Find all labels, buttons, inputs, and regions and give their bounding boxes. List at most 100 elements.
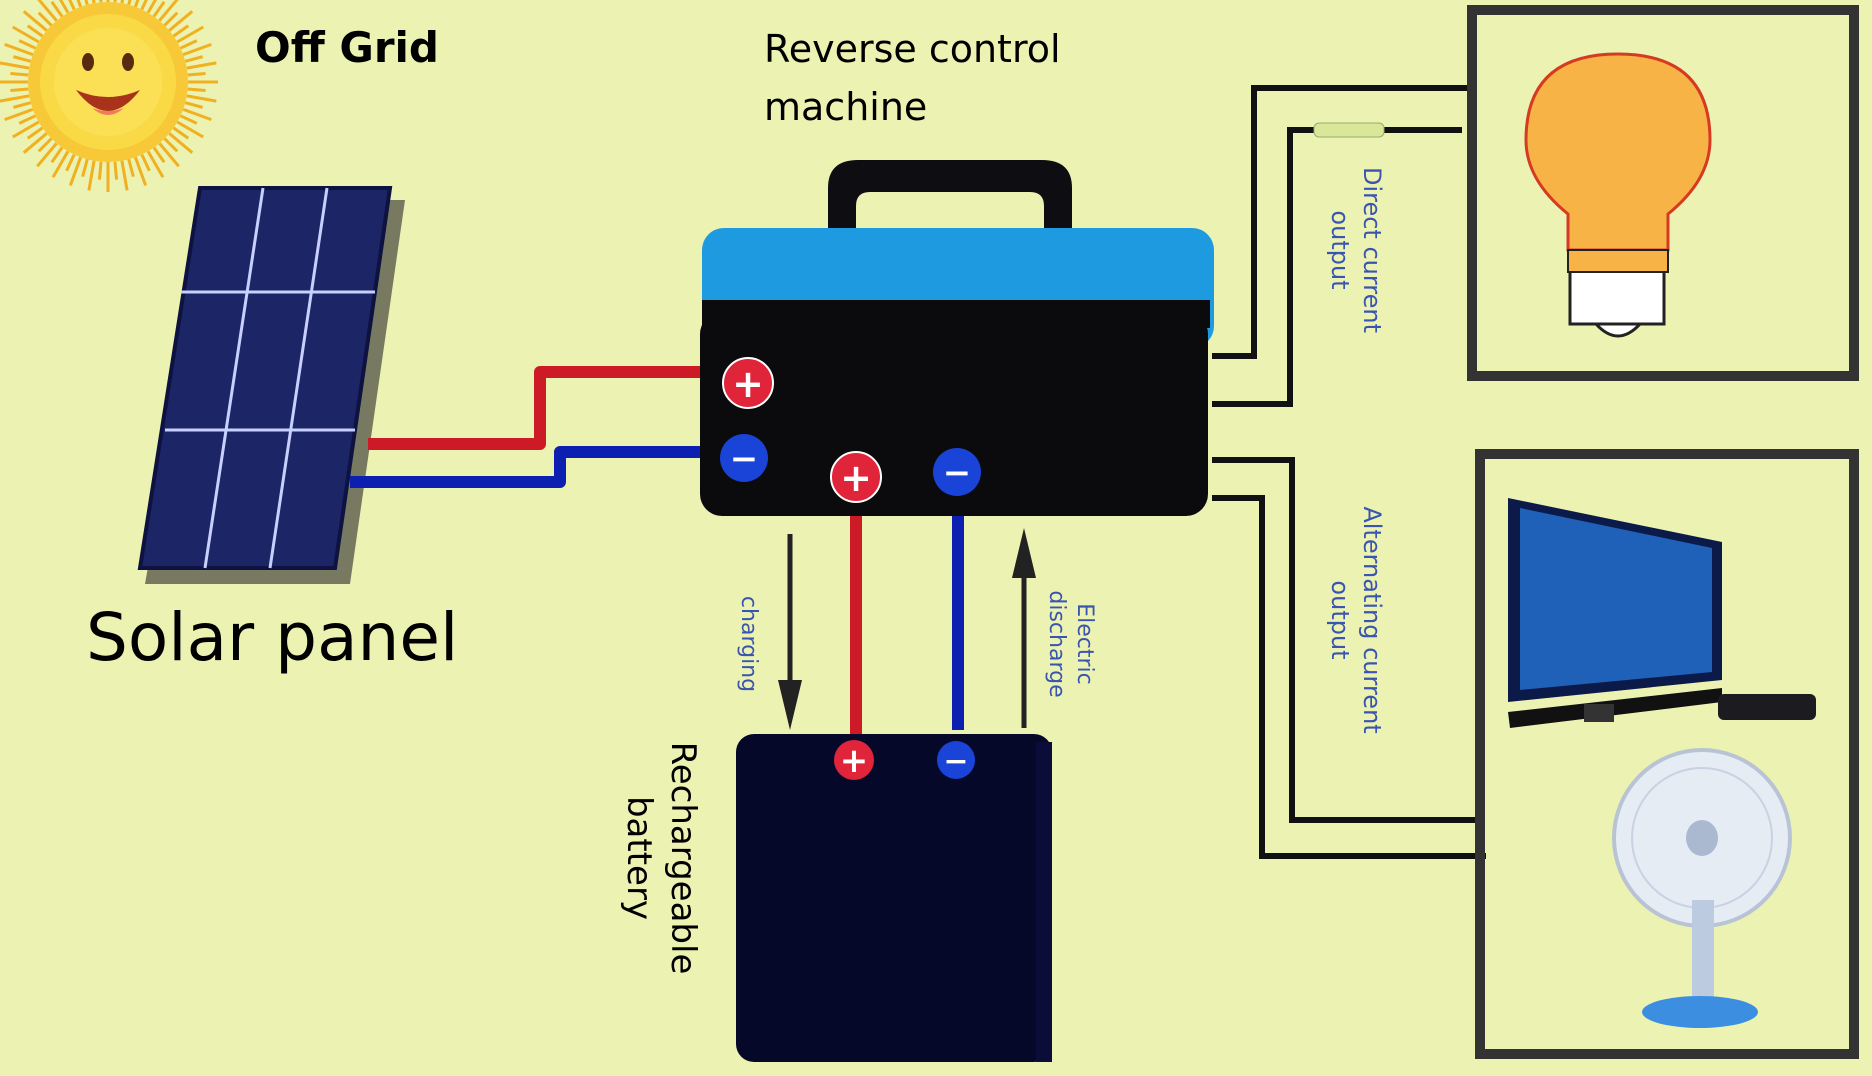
sun-ray (10, 87, 29, 93)
ac-output-label: Alternating current output (1326, 506, 1386, 733)
controller-pv-positive-terminal: + (722, 357, 774, 409)
charging-arrow (778, 534, 802, 730)
sun-ray (140, 153, 151, 172)
sun-ray (187, 71, 206, 77)
sun-ray (76, 0, 83, 8)
sun-ray (172, 126, 190, 140)
sun-icon (0, 0, 218, 192)
sun-ray (87, 160, 96, 191)
sun-ray (186, 94, 217, 103)
solar-wires (350, 366, 730, 488)
sun-ray (37, 11, 53, 27)
sun-ray (26, 126, 44, 140)
sun-ray (68, 156, 83, 186)
sun-ray (140, 0, 148, 11)
dc-load-box (1467, 5, 1859, 381)
svg-text:Direct current: Direct current (1358, 167, 1386, 333)
sun-ray (146, 0, 158, 14)
discharge-arrow (1012, 528, 1036, 728)
sun-ray (0, 61, 30, 70)
sun-ray (50, 146, 64, 164)
battery-positive-terminal: + (834, 740, 874, 781)
svg-text:−: − (943, 453, 972, 493)
sun-ray (22, 10, 48, 32)
sun-ray (22, 132, 48, 154)
sun-ray (163, 137, 179, 153)
sun-ray (113, 0, 117, 3)
svg-text:Rechargeable: Rechargeable (663, 742, 703, 975)
sun-ray (97, 161, 103, 180)
sun-ray (133, 0, 140, 8)
sun-ray (51, 150, 70, 179)
svg-text:discharge: discharge (1044, 590, 1069, 697)
sun-ray (184, 101, 204, 109)
battery-negative-terminal: − (937, 741, 975, 779)
sun-ray (12, 101, 32, 109)
sun-ray (58, 0, 70, 14)
sun-ray (158, 142, 180, 168)
svg-text:battery: battery (619, 796, 659, 920)
sun-ray (99, 0, 103, 3)
solar-panel-label: Solar panel (86, 599, 458, 676)
svg-text:Alternating current: Alternating current (1358, 506, 1386, 733)
charging-label: charging (736, 596, 761, 692)
sun-ray (4, 107, 34, 122)
sun-ray (158, 0, 179, 22)
sun-ray (168, 132, 194, 154)
sun-ray (37, 0, 58, 22)
svg-text:output: output (1326, 580, 1354, 659)
sun-ray (50, 0, 64, 18)
sun-ray (26, 24, 44, 38)
sun-ray (186, 61, 217, 70)
sun-ray (18, 114, 37, 125)
controller-label-line1: Reverse control (764, 27, 1061, 71)
ac-load-box (1475, 449, 1859, 1059)
sun-ray (179, 114, 198, 125)
sun-ray (11, 120, 40, 139)
sun-ray (146, 150, 165, 179)
svg-text:−: − (730, 439, 759, 479)
controller-label-line2: machine (764, 85, 927, 129)
controller-battery-positive-terminal: + (830, 451, 882, 503)
ac-output-wires (1212, 457, 1486, 859)
sun-ray (4, 42, 34, 57)
battery-wires (850, 516, 964, 752)
battery-icon: + − (736, 734, 1052, 1062)
sun-ray (176, 120, 205, 139)
controller-icon (700, 160, 1214, 516)
sun-ray (12, 55, 32, 63)
sun-ray (176, 25, 205, 44)
sun-ray (120, 160, 129, 191)
sun-ray (127, 158, 135, 178)
sun-ray (168, 10, 194, 32)
sun-ray (172, 24, 190, 38)
sun-ray (81, 158, 89, 178)
sun-ray (10, 71, 29, 77)
tv-icon (1508, 498, 1816, 728)
battery-label: Rechargeable battery (619, 742, 703, 975)
controller-pv-negative-terminal: − (720, 434, 768, 482)
light-bulb-icon (1524, 52, 1712, 338)
sun-ray (152, 146, 166, 164)
sun-ray (187, 87, 206, 93)
sun-ray (182, 107, 212, 122)
sun-ray (113, 161, 119, 180)
page-title: Off Grid (255, 23, 439, 72)
sun-ray (152, 0, 166, 18)
sun-ray (182, 42, 212, 57)
svg-text:+: + (840, 456, 872, 500)
sun-ray (36, 142, 58, 168)
svg-text:+: + (732, 362, 764, 406)
fuse-icon (1313, 122, 1385, 138)
svg-text:+: + (840, 741, 869, 781)
sun-ray (184, 55, 204, 63)
solar-panel-icon (137, 186, 405, 584)
sun-ray (37, 137, 53, 153)
controller-battery-negative-terminal: − (933, 448, 981, 496)
sun-ray (179, 39, 198, 50)
sun-ray (84, 0, 89, 6)
sun-ray (68, 0, 76, 11)
svg-text:output: output (1326, 210, 1354, 289)
